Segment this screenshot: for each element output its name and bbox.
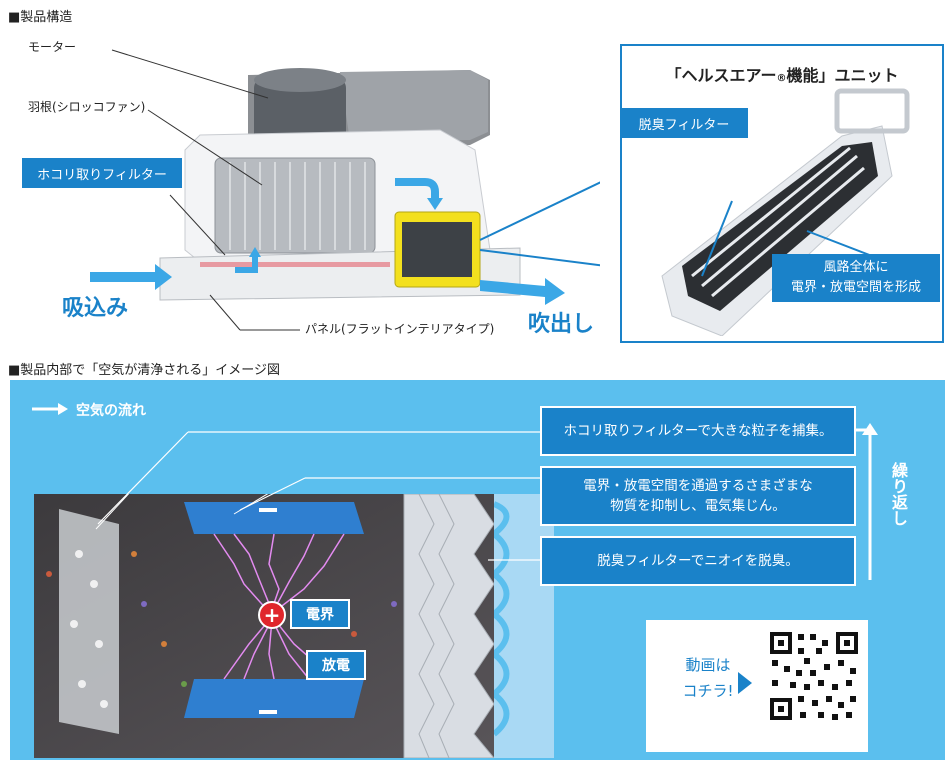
step2-line1: 電界・放電空間を通過するさまざまな — [583, 476, 813, 496]
unit-title: 「ヘルスエアー®機能」ユニット — [622, 62, 942, 86]
fan-label: 羽根(シロッコファン) — [28, 98, 145, 115]
unit-title-prefix: 「ヘルスエアー — [665, 66, 776, 85]
airpath-note: 風路全体に 電界・放電空間を形成 — [772, 254, 940, 302]
qr-code-icon[interactable] — [768, 630, 860, 722]
electric-field-label: 電界 — [290, 599, 350, 629]
dust-filter-label: ホコリ取りフィルター — [22, 158, 182, 188]
outlet-label: 吹出し — [528, 306, 594, 338]
video-line2: コチラ! — [668, 678, 748, 704]
image-section-title: ■製品内部で「空気が清浄される」イメージ図 — [8, 359, 280, 378]
airpath-note-line1: 風路全体に — [823, 258, 888, 278]
video-link-box[interactable]: 動画は コチラ! — [646, 620, 868, 752]
unit-title-suffix: 機能」ユニット — [787, 66, 899, 85]
step2-line2: 物質を抑制し、電気集じん。 — [610, 496, 786, 516]
deodorize-filter-label: 脱臭フィルター — [620, 108, 748, 138]
plus-icon: + — [258, 601, 286, 629]
intake-label: 吸込み — [62, 290, 128, 322]
motor-label: モーター — [28, 38, 76, 55]
step-deodorize: 脱臭フィルターでニオイを脱臭。 — [540, 536, 856, 586]
registered-mark: ® — [777, 73, 787, 84]
health-air-unit-panel: 「ヘルスエアー®機能」ユニット 脱臭フィルター 風路全体に 電界・放電空間を形成 — [620, 44, 944, 343]
repeat-label: 繰り返し — [888, 462, 908, 526]
video-text: 動画は コチラ! — [668, 652, 748, 704]
discharge-label: 放電 — [306, 650, 366, 680]
step-electric-collection: 電界・放電空間を通過するさまざまな 物質を抑制し、電気集じん。 — [540, 466, 856, 526]
step-dust-filter: ホコリ取りフィルターで大きな粒子を捕集。 — [540, 406, 856, 456]
panel-label: パネル(フラットインテリアタイプ) — [305, 320, 494, 337]
play-arrow-icon — [738, 672, 752, 694]
airpath-note-line2: 電界・放電空間を形成 — [791, 278, 921, 298]
video-line1: 動画は — [668, 652, 748, 678]
